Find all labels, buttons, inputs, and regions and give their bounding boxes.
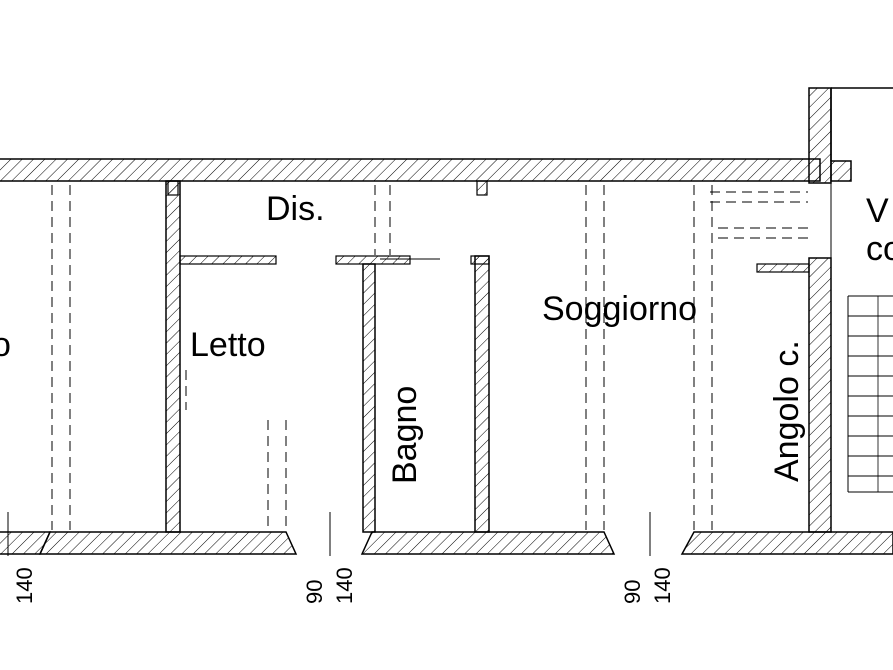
dimension-label-4: 90 bbox=[620, 580, 645, 604]
top-right-wall-stub bbox=[808, 87, 852, 184]
room-label-bagno: Bagno bbox=[386, 386, 424, 484]
dashed-lines bbox=[51, 185, 808, 530]
room-label-right-top: V bbox=[866, 192, 889, 230]
bottom-wall bbox=[0, 531, 893, 555]
room-label-soggiorno: Soggiorno bbox=[542, 290, 697, 328]
dimension-label-5: 140 bbox=[650, 567, 675, 604]
room-label-dis: Dis. bbox=[266, 190, 325, 228]
dimension-ticks bbox=[7, 512, 651, 556]
dimension-label-1: 140 bbox=[12, 567, 37, 604]
right-building-outline bbox=[830, 87, 893, 260]
dimension-label-2: 90 bbox=[302, 580, 327, 604]
staircase bbox=[847, 295, 893, 493]
room-label-angolo: Angolo c. bbox=[768, 340, 806, 482]
room-label-letto: Letto bbox=[190, 326, 266, 364]
room-label-left-partial: o bbox=[0, 326, 11, 364]
top-wall bbox=[0, 158, 821, 182]
room-label-right-bottom: co bbox=[866, 230, 893, 268]
dimension-label-3: 140 bbox=[332, 567, 357, 604]
interior-walls bbox=[165, 180, 832, 533]
